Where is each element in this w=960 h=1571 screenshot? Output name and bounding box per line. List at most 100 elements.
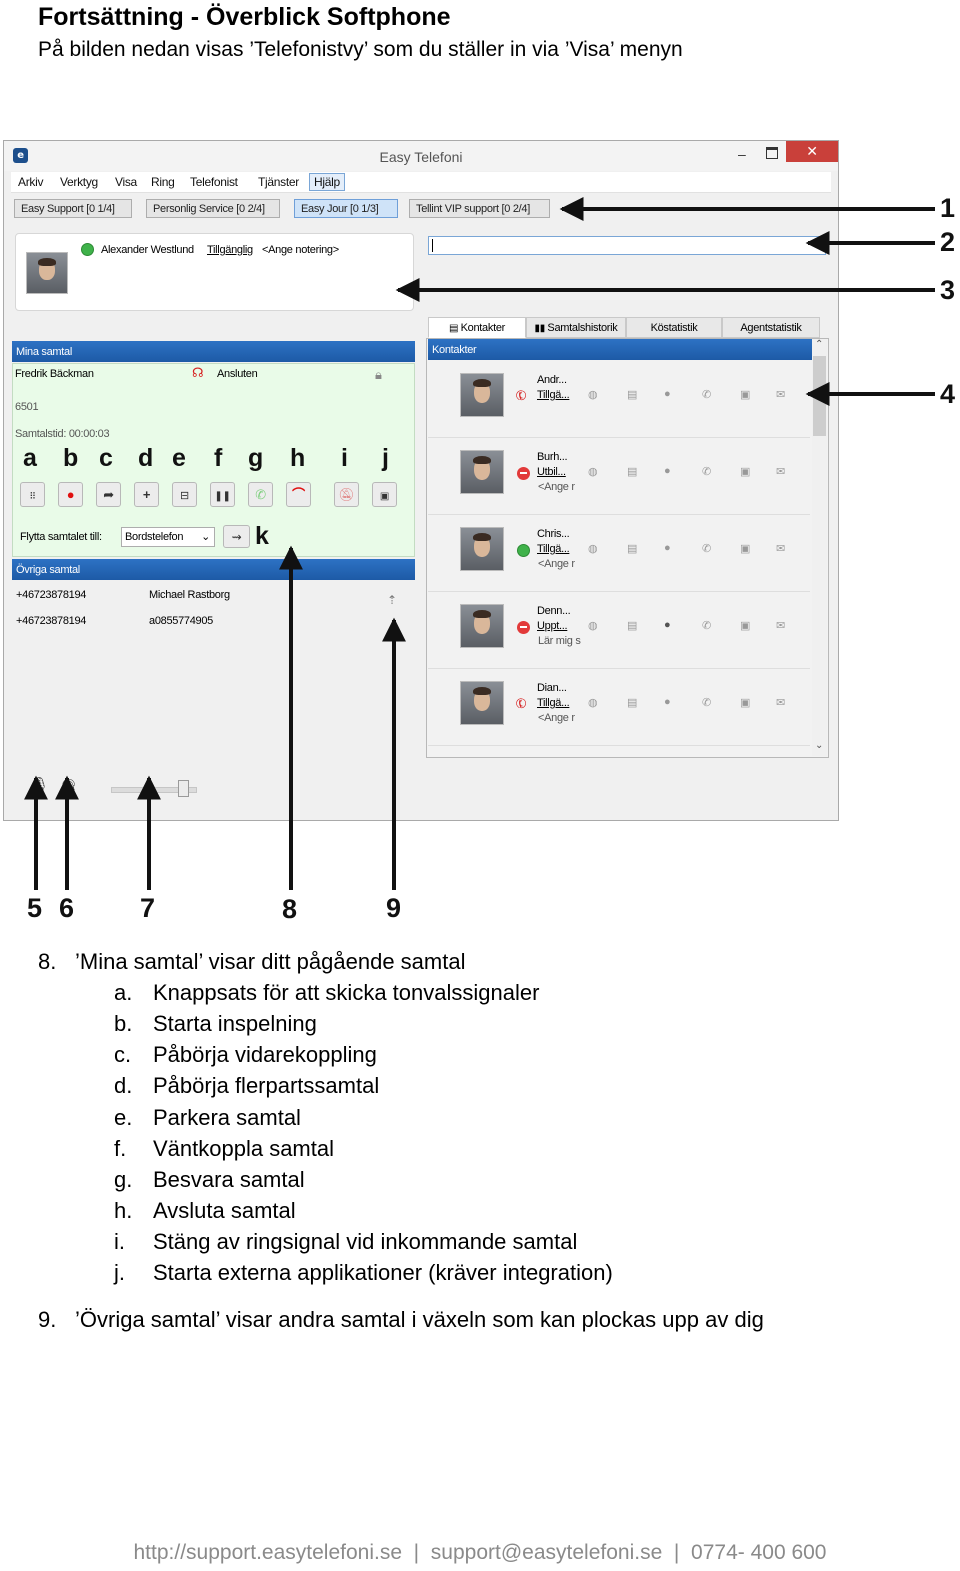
hold-button[interactable]: ❚❚	[210, 482, 235, 507]
scroll-down-icon[interactable]: ⌄	[815, 740, 824, 751]
other-calls-panel	[12, 581, 415, 757]
lock-icon[interactable]: 🔒︎	[375, 367, 382, 382]
record-button[interactable]: ●	[58, 482, 83, 507]
sub-text: Starta inspelning	[153, 1011, 317, 1036]
email-icon[interactable]: ✉	[776, 543, 785, 555]
contact-row[interactable]: Denn... Uppt... Lär mig s ◍ ▤ ● ✆ ▣ ✉	[428, 592, 810, 669]
sub-letter: b.	[114, 1011, 133, 1036]
note-icon[interactable]: ▤	[627, 620, 638, 632]
transfer-go-button[interactable]: ⇝	[223, 525, 250, 548]
contacts-scrollbar[interactable]: ⌃ ⌄	[812, 339, 827, 756]
tab-kostatistik[interactable]: Köstatistik	[626, 317, 722, 338]
sub-letter: g.	[114, 1167, 133, 1192]
globe-icon[interactable]: ◍	[588, 543, 598, 555]
minimize-button[interactable]: –	[738, 146, 746, 162]
globe-icon[interactable]: ◍	[588, 620, 598, 632]
note-icon[interactable]: ▤	[627, 543, 638, 555]
call-icon[interactable]: ✆	[702, 543, 711, 555]
transfer-label: Flytta samtalet till:	[20, 531, 102, 543]
contact-row[interactable]: Chris... Tillgä... <Ange r ◍ ▤ ● ✆ ▣ ✉	[428, 515, 810, 592]
globe-icon[interactable]: ◍	[588, 389, 598, 401]
message-icon[interactable]: ▣	[740, 697, 751, 709]
transfer-button[interactable]: ➦	[96, 482, 121, 507]
list-text-8: ’Mina samtal’ visar ditt pågående samtal	[75, 949, 466, 974]
note-icon[interactable]: ▤	[627, 697, 638, 709]
note-icon[interactable]: ▤	[627, 466, 638, 478]
message-icon[interactable]: ▣	[740, 543, 751, 555]
conference-button[interactable]: +	[134, 482, 159, 507]
contact-status[interactable]: Tillgä...	[537, 697, 570, 709]
answer-button[interactable]: ✆	[248, 482, 273, 507]
globe-icon[interactable]: ◍	[588, 697, 598, 709]
menu-ring[interactable]: Ring	[151, 175, 175, 189]
call-icon[interactable]: ✆	[702, 466, 711, 478]
email-icon[interactable]: ✉	[776, 466, 785, 478]
chat-icon[interactable]: ●	[664, 465, 671, 477]
contact-row[interactable]: Burh... Utbil... <Ange r ◍ ▤ ● ✆ ▣ ✉	[428, 438, 810, 515]
chat-icon[interactable]: ●	[664, 542, 671, 554]
chat-icon[interactable]: ●	[664, 388, 671, 400]
queue-easy-support[interactable]: Easy Support [0 1/4]	[14, 199, 132, 218]
hangup-button[interactable]: ⌒	[286, 482, 311, 507]
tab-samtalshistorik[interactable]: ▮▮ Samtalshistorik	[526, 317, 626, 338]
close-button[interactable]: ✕	[786, 141, 838, 162]
other-call-name[interactable]: a0855774905	[149, 615, 213, 627]
external-app-button[interactable]: ▣	[372, 482, 397, 507]
park-icon: ⊟	[180, 490, 189, 502]
transfer-target-select[interactable]: Bordstelefon⌄	[121, 527, 215, 547]
message-icon[interactable]: ▣	[740, 466, 751, 478]
message-icon[interactable]: ▣	[740, 389, 751, 401]
mute-ringer-button[interactable]: 🔕︎	[334, 482, 359, 507]
sub-letter: c.	[114, 1042, 132, 1067]
pickup-icon[interactable]: ⇡	[387, 593, 397, 607]
contact-status[interactable]: Utbil...	[537, 466, 566, 478]
contact-row[interactable]: ✆ Andr... Tillgä... ◍ ▤ ● ✆ ▣ ✉	[428, 361, 810, 438]
queue-easy-jour[interactable]: Easy Jour [0 1/3]	[294, 199, 398, 218]
chat-icon[interactable]: ●	[664, 696, 671, 708]
contact-note: Lär mig s	[538, 635, 581, 647]
globe-icon[interactable]: ◍	[588, 466, 598, 478]
maximize-button[interactable]	[766, 147, 778, 159]
email-icon[interactable]: ✉	[776, 697, 785, 709]
contact-row[interactable]: ✆ Dian... Tillgä... <Ange r ◍ ▤ ● ✆ ▣ ✉	[428, 669, 810, 746]
callout-3: 3	[940, 275, 956, 305]
pause-icon: ❚❚	[214, 491, 231, 502]
contact-avatar	[460, 604, 504, 648]
call-icon[interactable]: ✆	[702, 697, 711, 709]
tab-agentstatistik[interactable]: Agentstatistik	[722, 317, 820, 338]
email-icon[interactable]: ✉	[776, 620, 785, 632]
keypad-icon: ⠿	[29, 491, 36, 501]
volume-slider-thumb[interactable]	[178, 780, 189, 797]
contact-status[interactable]: Tillgä...	[537, 389, 570, 401]
menu-tjanster[interactable]: Tjänster	[258, 175, 299, 189]
call-icon[interactable]: ✆	[702, 620, 711, 632]
menu-arkiv[interactable]: Arkiv	[18, 175, 44, 189]
contacts-header: Kontakter	[428, 339, 812, 360]
keypad-button[interactable]: ⠿	[20, 482, 45, 507]
other-call-number[interactable]: +46723878194	[16, 615, 87, 627]
phone-answer-icon: ✆	[255, 487, 266, 502]
menu-hjalp[interactable]: Hjälp	[309, 173, 345, 191]
contact-note: <Ange r	[538, 712, 575, 724]
queue-tellint-vip[interactable]: Tellint VIP support [0 2/4]	[409, 199, 550, 218]
menu-verktyg[interactable]: Verktyg	[60, 175, 98, 189]
park-button[interactable]: ⊟	[172, 482, 197, 507]
user-status-link[interactable]: Tillgänglig	[207, 244, 253, 256]
menu-telefonist[interactable]: Telefonist	[190, 175, 238, 189]
user-note[interactable]: <Ange notering>	[262, 244, 339, 256]
contact-name: Denn...	[537, 605, 571, 617]
note-icon[interactable]: ▤	[627, 389, 638, 401]
message-icon[interactable]: ▣	[740, 620, 751, 632]
contact-status[interactable]: Tillgä...	[537, 543, 570, 555]
other-call-name[interactable]: Michael Rastborg	[149, 589, 230, 601]
contact-status[interactable]: Uppt...	[537, 620, 568, 632]
scroll-up-icon[interactable]: ⌃	[815, 339, 824, 350]
chat-active-icon[interactable]: ●	[664, 619, 671, 631]
menu-visa[interactable]: Visa	[115, 175, 137, 189]
call-icon[interactable]: ✆	[702, 389, 711, 401]
email-icon[interactable]: ✉	[776, 389, 785, 401]
sub-letter: e.	[114, 1105, 133, 1130]
queue-personlig-service[interactable]: Personlig Service [0 2/4]	[146, 199, 280, 218]
tab-kontakter[interactable]: ▤ Kontakter	[428, 317, 526, 338]
other-call-number[interactable]: +46723878194	[16, 589, 87, 601]
